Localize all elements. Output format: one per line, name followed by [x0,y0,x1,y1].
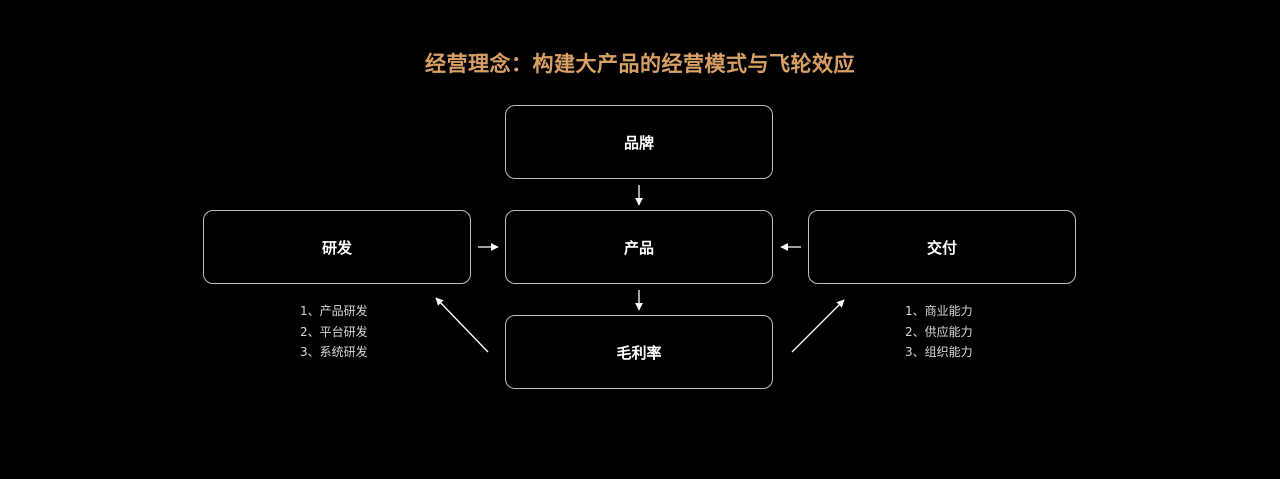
node-delivery: 交付 [808,210,1076,284]
node-rd-label: 研发 [321,238,352,257]
rd-list-item: 3、系统研发 [300,345,368,359]
arrow-margin-to-delivery [791,299,845,353]
rd-list-item: 2、平台研发 [300,324,368,339]
delivery-list-item: 2、供应能力 [905,324,973,339]
node-brand: 品牌 [505,105,773,179]
delivery-list-item: 1、商业能力 [905,304,973,318]
page-title: 经营理念：构建大产品的经营模式与飞轮效应 [425,52,855,76]
rd-list-item: 1、产品研发 [300,304,368,318]
node-margin: 毛利率 [505,315,773,389]
node-margin-label: 毛利率 [616,343,662,362]
node-rd: 研发 [203,210,471,284]
delivery-list-item: 3、组织能力 [905,345,973,359]
node-delivery-label: 交付 [926,238,957,257]
delivery-list: 1、商业能力 2、供应能力 3、组织能力 [905,301,973,363]
rd-list: 1、产品研发 2、平台研发 3、系统研发 [300,301,368,363]
node-brand-label: 品牌 [623,133,654,152]
node-product-label: 产品 [623,238,654,257]
arrow-margin-to-rd [435,297,489,353]
node-product: 产品 [505,210,773,284]
